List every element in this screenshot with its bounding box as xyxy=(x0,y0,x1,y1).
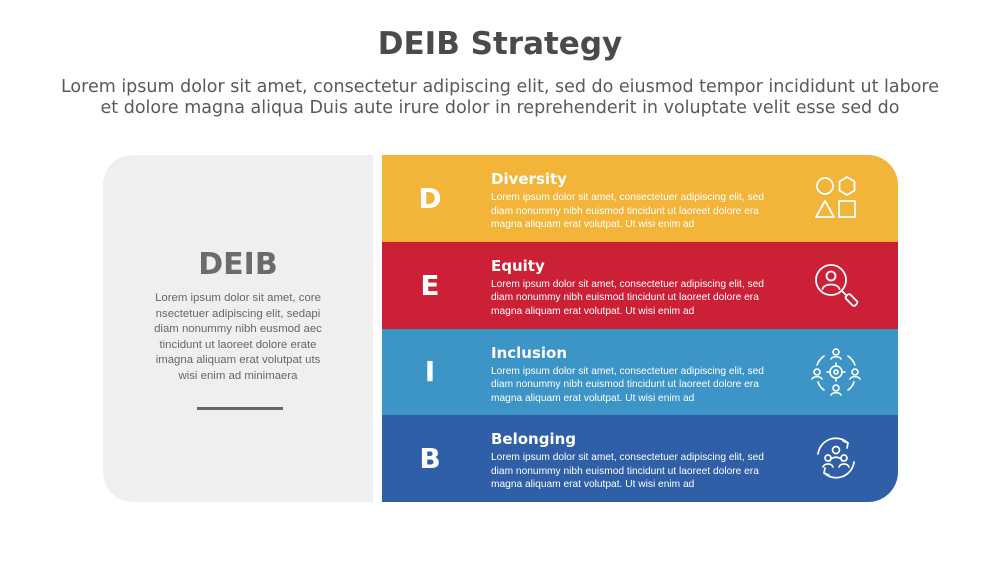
row-description: Lorem ipsum dolor sit amet, consectetuer… xyxy=(491,451,781,492)
subtitle-line: Lorem ipsum dolor sit amet, consectetur … xyxy=(60,77,940,97)
row-line: magna aliquam erat volutpat. Ut wisi eni… xyxy=(491,219,695,231)
network-gear-icon xyxy=(810,346,862,398)
row-title: Inclusion xyxy=(491,343,568,362)
row-belonging: B Belonging Lorem ipsum dolor sit amet, … xyxy=(382,415,898,502)
row-line: magna aliquam erat volutpat. Ut wisi eni… xyxy=(491,392,695,404)
row-description: Lorem ipsum dolor sit amet, consectetuer… xyxy=(491,278,781,319)
row-line: diam nonummy nibh euismod tincidunt ut l… xyxy=(491,292,759,304)
row-title: Diversity xyxy=(491,170,567,188)
row-title: Equity xyxy=(491,256,545,275)
row-equity: E Equity Lorem ipsum dolor sit amet, con… xyxy=(382,241,898,329)
summary-text: Lorem ipsum dolor sit amet, core nsectet… xyxy=(128,291,348,385)
row-title: Belonging xyxy=(491,430,577,449)
row-diversity: D Diversity Lorem ipsum dolor sit amet, … xyxy=(382,155,898,242)
shapes-icon xyxy=(810,172,862,224)
summary-line: Lorem ipsum dolor sit amet, core xyxy=(155,292,321,304)
group-cycle-icon xyxy=(810,432,862,484)
summary-panel: DEIB Lorem ipsum dolor sit amet, core ns… xyxy=(103,155,373,502)
row-letter: B xyxy=(419,442,441,476)
row-letter: I xyxy=(424,355,436,389)
row-line: diam nonummy nibh euismod tincidunt ut l… xyxy=(491,465,759,477)
row-letter: D xyxy=(418,181,442,215)
summary-line: imagna aliquam erat volutpat uts xyxy=(155,354,321,367)
row-letter: E xyxy=(420,268,440,302)
row-line: magna aliquam erat volutpat. Ut wisi eni… xyxy=(491,305,695,317)
row-line: Lorem ipsum dolor sit amet, consectetuer… xyxy=(491,452,764,464)
row-line: magna aliquam erat volutpat. Ut wisi eni… xyxy=(491,479,695,491)
summary-line: tincidunt ut laoreet dolore erate xyxy=(159,338,317,351)
row-description: Lorem ipsum dolor sit amet, consectetuer… xyxy=(491,191,781,232)
row-description: Lorem ipsum dolor sit amet, consectetuer… xyxy=(491,365,781,406)
summary-line: nsectetuer adipiscing elit, sedapi xyxy=(155,307,321,320)
row-line: Lorem ipsum dolor sit amet, consectetuer… xyxy=(491,365,764,377)
summary-divider xyxy=(197,407,283,410)
row-line: diam nonummy nibh euismod tincidunt ut l… xyxy=(491,379,759,391)
subtitle-line: et dolore magna aliqua Duis aute irure d… xyxy=(100,98,900,118)
row-line: Lorem ipsum dolor sit amet, consectetuer… xyxy=(491,278,764,290)
row-line: diam nonummy nibh euismod tincidunt ut l… xyxy=(491,205,759,217)
row-line: Lorem ipsum dolor sit amet, consectetuer… xyxy=(491,192,764,203)
summary-line: diam nonummy nibh eusmod aec xyxy=(154,323,322,336)
summary-line: wisi enim ad minimaera xyxy=(178,369,298,382)
page-subtitle: Lorem ipsum dolor sit amet, consectetur … xyxy=(0,77,1000,119)
row-inclusion: I Inclusion Lorem ipsum dolor sit amet, … xyxy=(382,328,898,416)
deib-rows: D Diversity Lorem ipsum dolor sit amet, … xyxy=(382,155,898,502)
page-title: DEIB Strategy xyxy=(377,26,623,62)
user-search-icon xyxy=(810,259,862,311)
summary-title: DEIB xyxy=(198,247,278,282)
